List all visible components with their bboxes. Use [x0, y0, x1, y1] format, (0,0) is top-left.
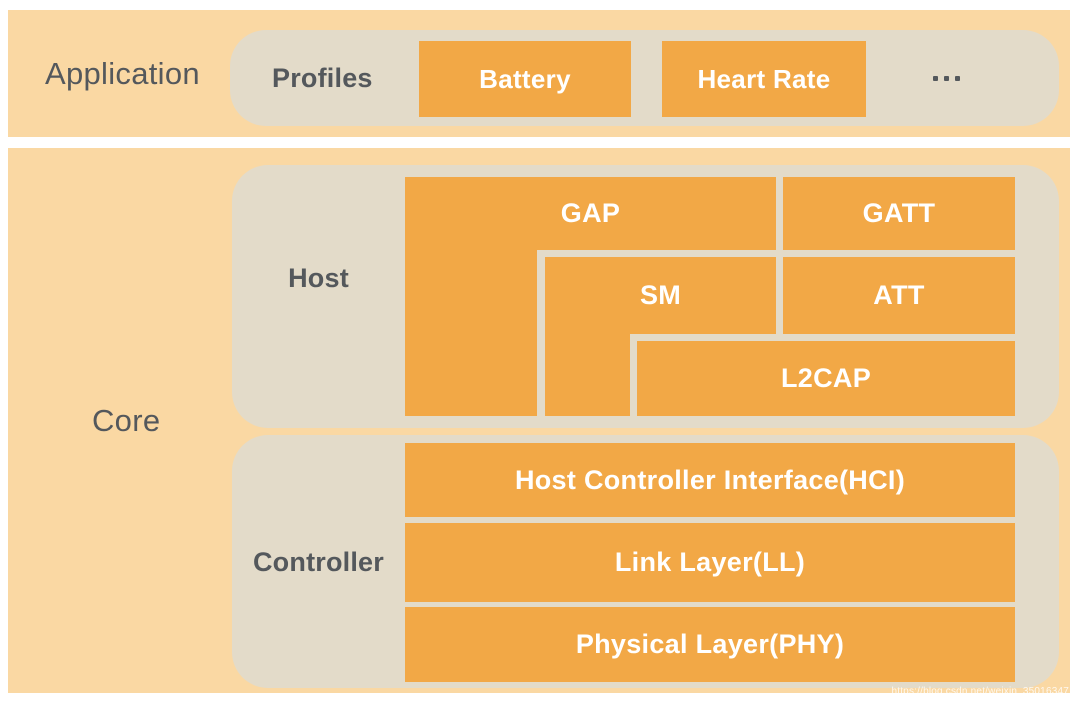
- application-band: Application Profiles Battery Heart Rate …: [8, 10, 1070, 137]
- core-band: Core Host GAP GATT SM ATT L2CAP Controll…: [8, 148, 1070, 693]
- ellipsis-dot: [955, 75, 960, 81]
- host-container: Host GAP GATT SM ATT L2CAP: [232, 165, 1059, 428]
- application-band-label: Application: [45, 55, 200, 91]
- heart-rate-profile-block: Heart Rate: [662, 41, 866, 117]
- controller-label: Controller: [252, 546, 384, 577]
- att-block: ATT: [783, 257, 1015, 334]
- more-profiles-ellipsis-icon: ...: [933, 30, 960, 126]
- gatt-block: GATT: [783, 177, 1015, 250]
- profiles-label: Profiles: [272, 62, 373, 93]
- controller-container: Controller Host Controller Interface(HCI…: [232, 435, 1059, 688]
- link-layer-block: Link Layer(LL): [405, 523, 1015, 602]
- hci-block: Host Controller Interface(HCI): [405, 443, 1015, 517]
- l2cap-block: L2CAP: [637, 341, 1015, 416]
- physical-layer-block: Physical Layer(PHY): [405, 607, 1015, 682]
- host-label: Host: [288, 262, 349, 293]
- gap-block: GAP: [405, 177, 776, 250]
- ellipsis-dot: [933, 75, 938, 81]
- ellipsis-dot: [944, 75, 949, 81]
- core-band-label: Core: [92, 402, 161, 438]
- battery-profile-block: Battery: [419, 41, 631, 117]
- profiles-container: Profiles Battery Heart Rate ...: [230, 30, 1059, 126]
- sm-block: SM: [545, 257, 776, 334]
- csdn-watermark: https://blog.csdn.net/weixin_35016347: [891, 686, 1069, 697]
